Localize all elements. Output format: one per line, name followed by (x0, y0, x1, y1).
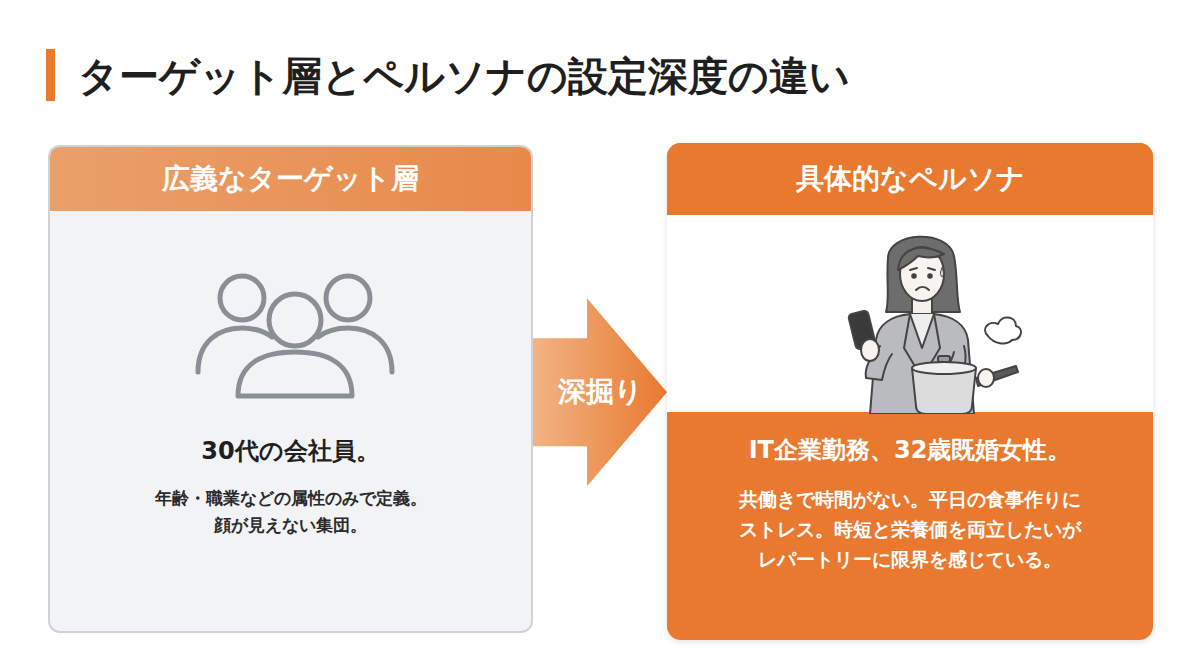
panel-lead: IT企業勤務、32歳既婚女性。 (735, 434, 1086, 468)
panel-heading: 広義なターゲット層 (150, 161, 431, 197)
panel-heading: 具体的なペルソナ (784, 161, 1037, 197)
people-icon (180, 262, 410, 402)
diagram-title: ターゲット層とペルソナの設定深度の違い (78, 48, 850, 104)
panel-body: 年齢・職業などの属性のみで定義。 顔が見えない集団。 (82, 485, 500, 539)
illustration-area (50, 211, 531, 435)
arrow-label: 深掘り (558, 375, 643, 409)
panel-header-band: 広義なターゲット層 (50, 147, 531, 211)
title-bar (46, 49, 55, 101)
block-arrow (533, 298, 667, 486)
panel-lead: 30代の会社員。 (187, 435, 393, 469)
persona-illustration (830, 228, 1030, 414)
panel-body: 共働きで時間がない。平日の食事作りに ストレス。時短と栄養価を両立したいが レパ… (681, 484, 1139, 575)
panel-header-band: 具体的なペルソナ (667, 143, 1153, 215)
